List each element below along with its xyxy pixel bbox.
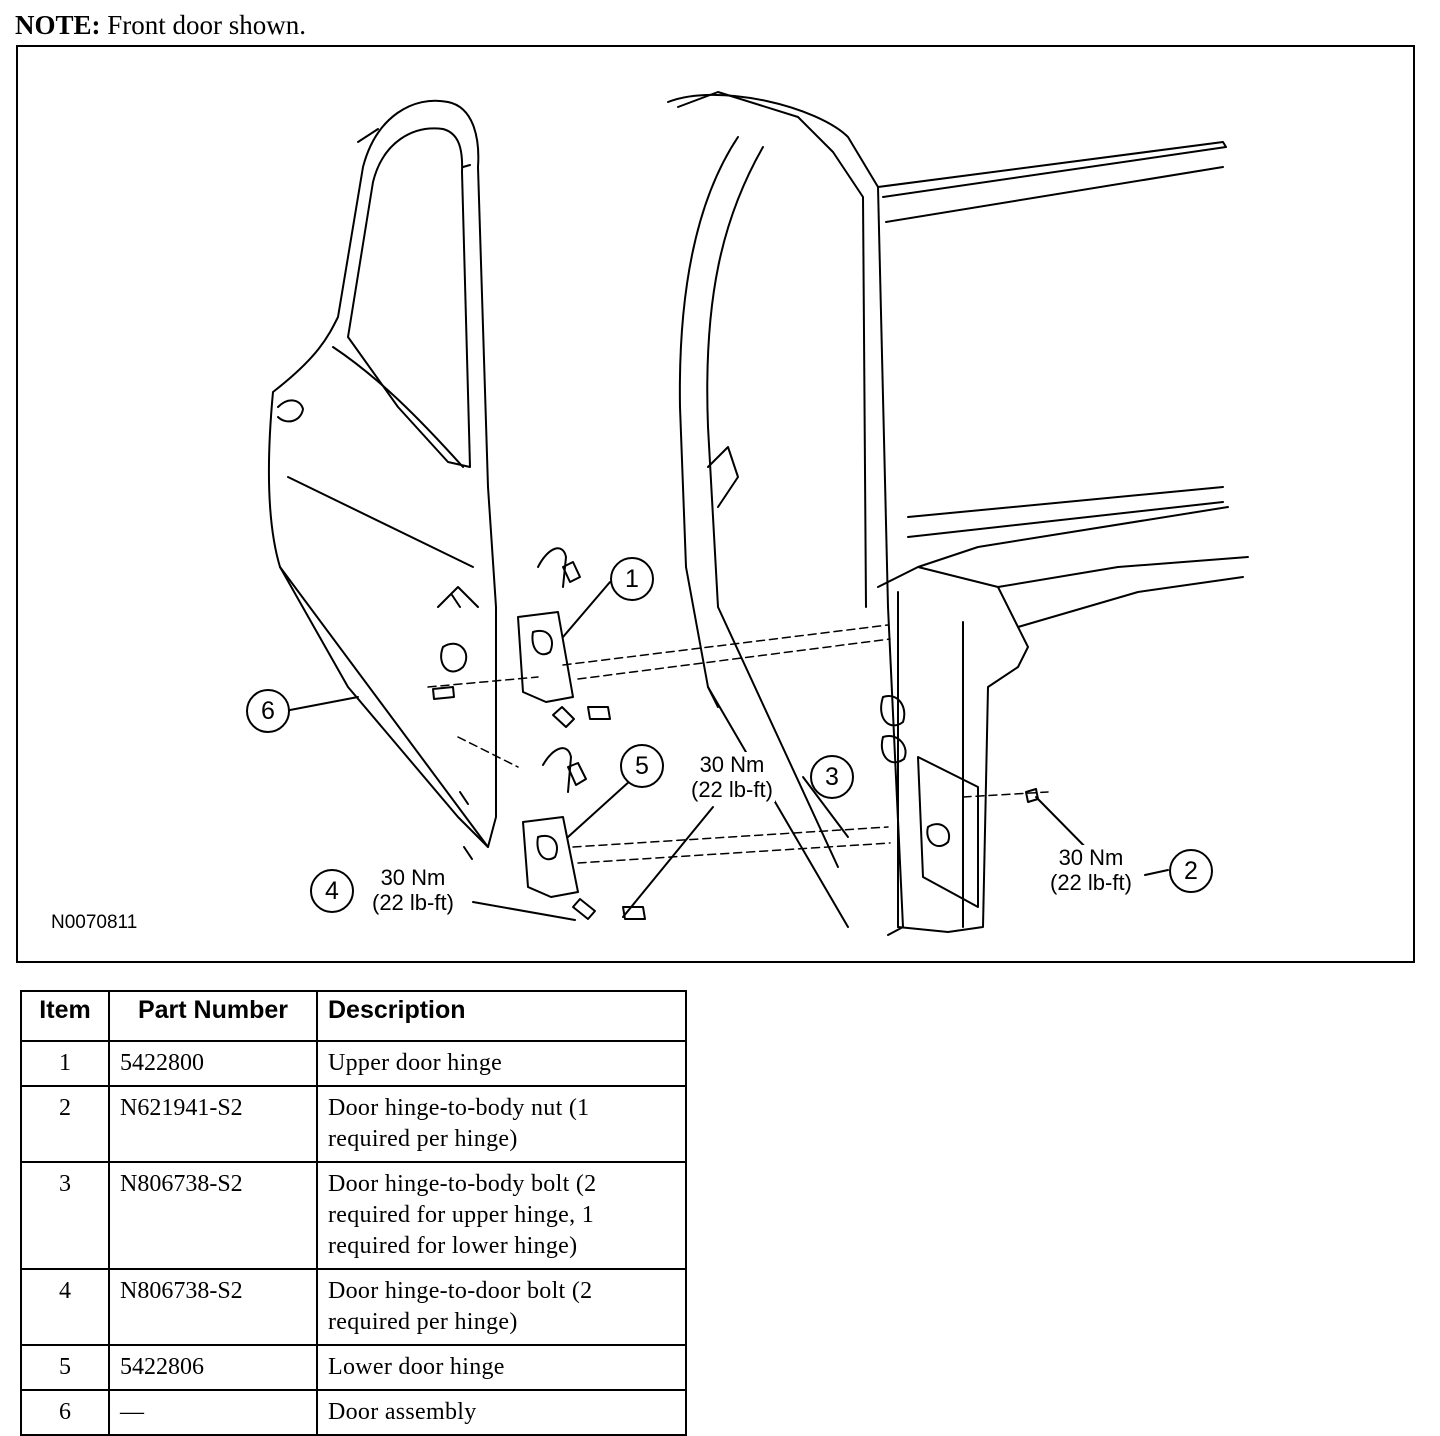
description-cell: Door hinge-to-body nut (1 required per h… (316, 1085, 687, 1163)
description-cell: Lower door hinge (316, 1344, 687, 1391)
item-cell: 2 (20, 1085, 110, 1163)
description-cell: Door assembly (316, 1389, 687, 1436)
parts-table: Item Part Number Description 1 5422800 U… (20, 990, 687, 1436)
table-row: 2 N621941-S2 Door hinge-to-body nut (1 r… (20, 1085, 687, 1163)
item-cell: 5 (20, 1344, 110, 1391)
note-text: Front door shown. (107, 10, 307, 40)
part-number-cell: N806738-S2 (108, 1161, 318, 1270)
torque-spec-3: 30 Nm (22 lb-ft) (689, 752, 775, 802)
callout-3: 3 (810, 755, 854, 799)
note-label: NOTE: (15, 10, 101, 40)
note-line: NOTE: Front door shown. (15, 8, 306, 42)
callout-6: 6 (246, 689, 290, 733)
table-row: 4 N806738-S2 Door hinge-to-door bolt (2 … (20, 1268, 687, 1346)
torque-nm: 30 Nm (1058, 845, 1124, 870)
torque-spec-2: 30 Nm (22 lb-ft) (1048, 845, 1134, 895)
exploded-view-drawing (267, 91, 1249, 936)
item-cell: 4 (20, 1268, 110, 1346)
torque-lbft: (22 lb-ft) (1050, 870, 1132, 895)
callout-5: 5 (620, 744, 664, 788)
part-number-cell: 5422806 (108, 1344, 318, 1391)
torque-lbft: (22 lb-ft) (372, 890, 454, 915)
item-cell: 3 (20, 1161, 110, 1270)
torque-spec-4: 30 Nm (22 lb-ft) (370, 865, 456, 915)
callout-4: 4 (310, 869, 354, 913)
column-header-item: Item (20, 990, 110, 1042)
description-cell: Upper door hinge (316, 1040, 687, 1087)
table-row: 5 5422806 Lower door hinge (20, 1344, 687, 1391)
table-row: 6 — Door assembly (20, 1389, 687, 1436)
figure-id: N0070811 (51, 912, 138, 933)
torque-lbft: (22 lb-ft) (691, 777, 773, 802)
part-number-cell: 5422800 (108, 1040, 318, 1087)
table-row: 1 5422800 Upper door hinge (20, 1040, 687, 1087)
table-row: 3 N806738-S2 Door hinge-to-body bolt (2 … (20, 1161, 687, 1270)
door-hinge-illustration: 1 2 3 4 5 6 30 Nm (22 lb-ft) 30 Nm (22 l… (16, 45, 1415, 963)
item-cell: 1 (20, 1040, 110, 1087)
part-number-cell: N621941-S2 (108, 1085, 318, 1163)
item-cell: 6 (20, 1389, 110, 1436)
torque-nm: 30 Nm (380, 865, 446, 890)
callout-1: 1 (610, 557, 654, 601)
callout-2: 2 (1169, 849, 1213, 893)
description-cell: Door hinge-to-door bolt (2 required per … (316, 1268, 687, 1346)
description-cell: Door hinge-to-body bolt (2 required for … (316, 1161, 687, 1270)
table-header-row: Item Part Number Description (20, 990, 687, 1042)
part-number-cell: N806738-S2 (108, 1268, 318, 1346)
column-header-part-number: Part Number (108, 990, 318, 1042)
part-number-cell: — (108, 1389, 318, 1436)
column-header-description: Description (316, 990, 687, 1042)
torque-nm: 30 Nm (699, 752, 765, 777)
